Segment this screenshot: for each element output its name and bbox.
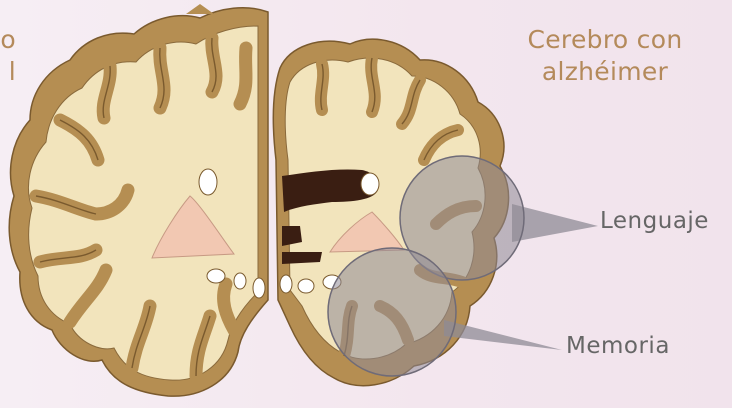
alzheimer-brain-title: Cerebro con alzhéimer (505, 24, 705, 88)
healthy-top-notch (186, 4, 214, 14)
memory-region-circle (328, 248, 456, 376)
alzheimer-ventricle-highlight (361, 173, 379, 195)
alzheimer-ventricle-small-2 (298, 279, 314, 293)
healthy-title-line-2: l (0, 56, 16, 88)
healthy-brain-title: o l (0, 24, 16, 88)
healthy-brain-half (9, 4, 268, 396)
alzheimer-title-line-2: alzhéimer (505, 56, 705, 88)
alzheimer-title-line-1: Cerebro con (505, 24, 705, 56)
alzheimer-ventricle-small-1 (280, 275, 292, 293)
healthy-ventricle-small-1 (234, 273, 246, 289)
memory-callout-label: Memoria (566, 333, 670, 359)
healthy-ventricle-low (207, 269, 225, 283)
healthy-title-line-1: o (0, 24, 16, 56)
alzheimer-ventricle-bottom (282, 252, 322, 264)
healthy-ventricle-top (199, 169, 217, 195)
language-pointer (512, 204, 598, 242)
healthy-ventricle-small-2 (253, 278, 265, 298)
language-callout-label: Lenguaje (600, 208, 709, 234)
